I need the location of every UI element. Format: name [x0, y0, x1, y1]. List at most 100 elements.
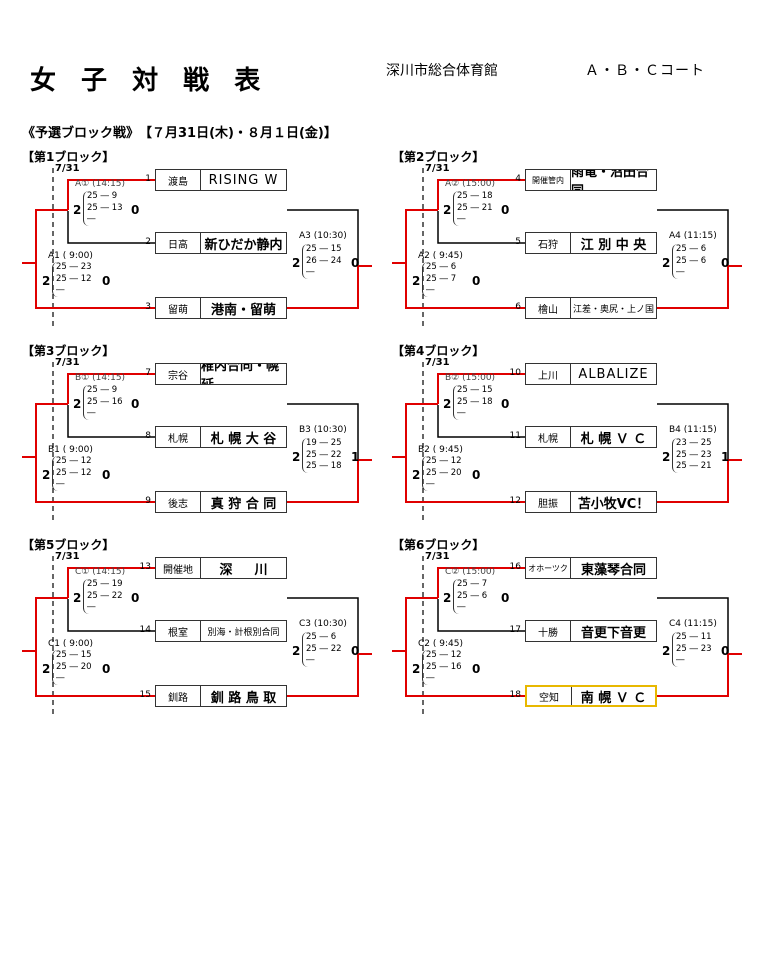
team-name: 音更下音更: [580, 625, 646, 641]
winner-line: [437, 567, 525, 598]
set-score: 25 ― 12: [426, 650, 462, 660]
team-region: 空知: [527, 687, 572, 705]
set-score: 25 ― 21: [457, 202, 493, 213]
match-date: 7/31: [55, 551, 80, 562]
sets-won-right: 1: [721, 450, 730, 464]
team-region: 上川: [526, 364, 571, 384]
winner-line: [35, 264, 155, 309]
winner-line: [657, 265, 742, 309]
sets-won-left: 2: [42, 468, 51, 482]
sets-won-left: 2: [292, 256, 301, 270]
set-score: 19 ― 25: [306, 438, 342, 448]
winner-line: [22, 403, 68, 458]
match-label: A3 (10:30): [299, 231, 347, 241]
match-label: A2 ( 9:45): [418, 251, 463, 261]
set-score: ―: [676, 655, 685, 665]
team-number: 14: [139, 625, 151, 635]
winner-line: [437, 179, 525, 210]
team-region: 胆振: [526, 492, 571, 512]
team-name: 札 幌 大 谷: [210, 431, 277, 447]
sets-won-left: 2: [73, 203, 82, 217]
match-label: C3 (10:30): [299, 619, 347, 629]
set-score: 25 ― 6: [676, 255, 707, 266]
winner-line: [287, 653, 372, 697]
winner-line: [67, 567, 155, 598]
set-score: 26 ― 24: [306, 255, 342, 266]
loser-line: [437, 599, 525, 632]
team-box: 釧路釧 路 鳥 取: [155, 685, 287, 707]
sets-won-right: 0: [501, 591, 510, 605]
block-label: 【第5ブロック】: [22, 538, 115, 552]
set-score: 25 ― 20: [56, 661, 92, 672]
team-box: 十勝音更下音更: [525, 620, 657, 642]
sets-won-right: 0: [721, 644, 730, 658]
block-label: 【第4ブロック】: [392, 344, 485, 358]
bracket-lines: [22, 556, 372, 716]
match-date: 7/31: [55, 163, 80, 174]
winner-line: [392, 403, 438, 458]
set-score: 25 ― 12: [56, 467, 92, 478]
match-label: C1 ( 9:00): [48, 639, 93, 649]
match-label: A1 ( 9:00): [48, 251, 93, 261]
winner-line: [35, 458, 155, 503]
match-date: 7/31: [425, 357, 450, 368]
sets-won-right: 0: [102, 468, 111, 482]
sets-won-right: 0: [351, 256, 360, 270]
sets-won-right: 0: [131, 397, 140, 411]
match-label: B① (14:15): [75, 373, 126, 383]
loser-line: [67, 405, 155, 438]
match-date: 7/31: [55, 357, 80, 368]
team-name: 深 川: [219, 562, 268, 578]
match-label: B4 (11:15): [669, 425, 717, 435]
sets-won-right: 0: [472, 274, 481, 288]
winner-line: [657, 459, 742, 503]
set-score: ―: [457, 214, 466, 224]
team-name: 新ひだか静内: [204, 237, 283, 253]
loser-line: [287, 209, 359, 266]
set-score: 23 ― 25: [676, 438, 712, 448]
winner-line: [405, 264, 525, 309]
set-score: ―: [87, 408, 96, 418]
team-name: ALBALIZE: [578, 366, 649, 382]
set-score: 25 ― 18: [306, 461, 342, 471]
match-label: B2 ( 9:45): [418, 445, 463, 455]
loser-line: [657, 403, 729, 460]
winner-line: [287, 459, 372, 503]
team-box: 札幌札 幌 Ｖ Ｃ: [525, 426, 657, 448]
winner-line: [392, 597, 438, 652]
team-box: 空知南 幌 Ｖ Ｃ: [525, 685, 657, 707]
team-region: 開催管内: [526, 170, 571, 190]
sets-won-right: 0: [721, 256, 730, 270]
team-region: 宗谷: [156, 364, 201, 384]
team-number: 18: [509, 690, 521, 700]
courts-label: Ａ・Ｂ・Ｃコート: [585, 63, 705, 79]
sets-won-right: 0: [501, 203, 510, 217]
match-label: C2 ( 9:45): [418, 639, 463, 649]
match-label: A② (15:00): [445, 179, 496, 189]
match-label: A① (14:15): [75, 179, 126, 189]
sets-won-left: 2: [292, 644, 301, 658]
winner-line: [437, 373, 525, 404]
team-number: 17: [509, 625, 521, 635]
match-label: B3 (10:30): [299, 425, 347, 435]
set-score: ―: [56, 673, 65, 683]
team-region: 檜山: [526, 298, 571, 318]
set-score: ―: [306, 267, 315, 277]
block-label: 【第2ブロック】: [392, 150, 485, 164]
set-score: ―: [87, 214, 96, 224]
block-label: 【第6ブロック】: [392, 538, 485, 552]
sets-won-right: 0: [102, 274, 111, 288]
winner-line: [67, 373, 155, 404]
team-region: 釧路: [156, 686, 201, 706]
set-score: ―: [87, 602, 96, 612]
